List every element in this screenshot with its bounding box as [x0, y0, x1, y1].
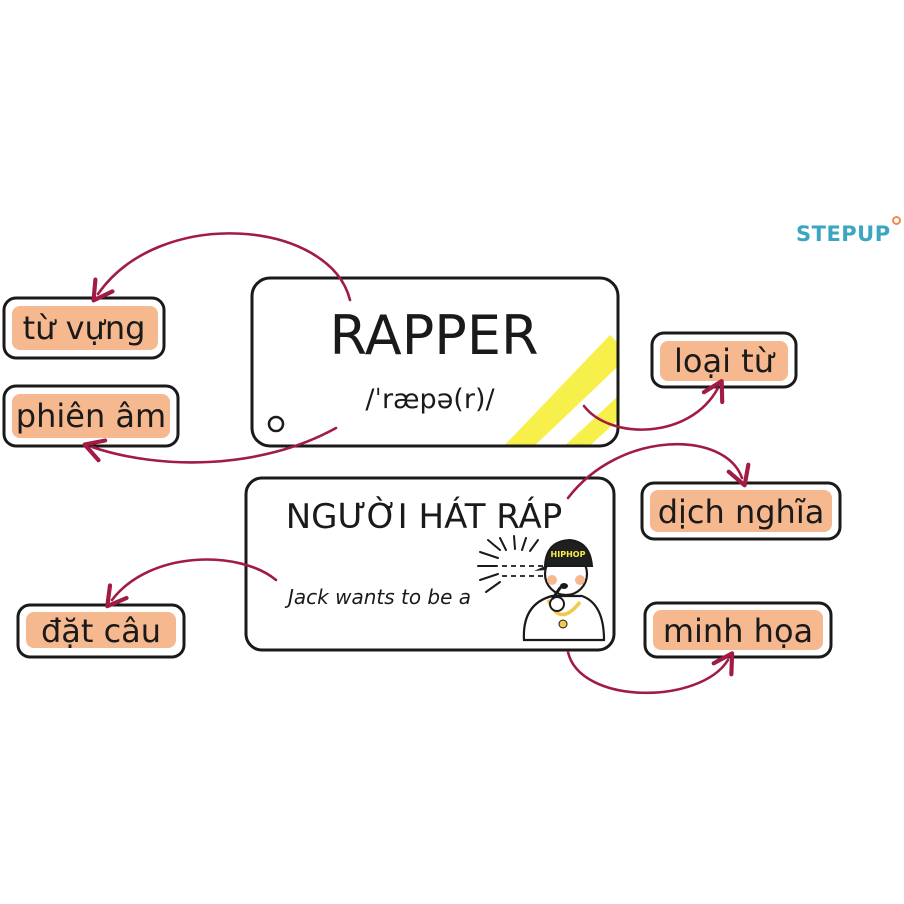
label-pronunciation-text: phiên âm [16, 397, 166, 435]
label-translation-text: dịch nghĩa [658, 493, 825, 531]
label-illustration: minh họa [643, 601, 833, 659]
label-pronunciation: phiên âm [2, 384, 180, 448]
example-sentence: Jack wants to be a [284, 585, 471, 609]
arrow-to-translation [566, 442, 751, 500]
rapper-illustration-icon: HIPHOP [477, 535, 606, 642]
label-vocabulary: từ vựng [2, 296, 166, 360]
arrow-to-vocabulary [91, 232, 352, 303]
label-word-type-text: loại từ [674, 342, 776, 380]
label-sentence: đặt câu [16, 603, 186, 659]
logo-accent-icon [891, 216, 901, 225]
meaning-card: NGƯỜI HÁT RÁP Jack wants to be a [244, 476, 616, 652]
word-card: RAPPER /ˈræpə(r)/ [250, 276, 620, 448]
arrow-to-sentence [105, 558, 278, 609]
card-hole-icon [267, 415, 285, 433]
word-card-border [250, 276, 620, 448]
label-illustration-text: minh họa [663, 612, 813, 650]
label-sentence-text: đặt câu [41, 612, 161, 650]
meaning-text: NGƯỜI HÁT RÁP [286, 496, 563, 537]
cap-text: HIPHOP [551, 550, 586, 559]
arrow-to-word-type [582, 379, 725, 431]
yellow-stripes [500, 335, 618, 446]
arrow-to-illustration [566, 650, 735, 695]
word-text: RAPPER [329, 304, 538, 367]
ipa-text: /ˈræpə(r)/ [365, 384, 495, 415]
label-translation: dịch nghĩa [640, 481, 842, 541]
label-vocabulary-text: từ vựng [23, 309, 146, 347]
stepup-logo: STEPUP [796, 216, 901, 246]
connector-arrows [82, 232, 751, 695]
label-word-type: loại từ [650, 331, 798, 389]
arrow-to-pronunciation [82, 426, 338, 464]
logo-text: STEPUP [796, 222, 891, 246]
